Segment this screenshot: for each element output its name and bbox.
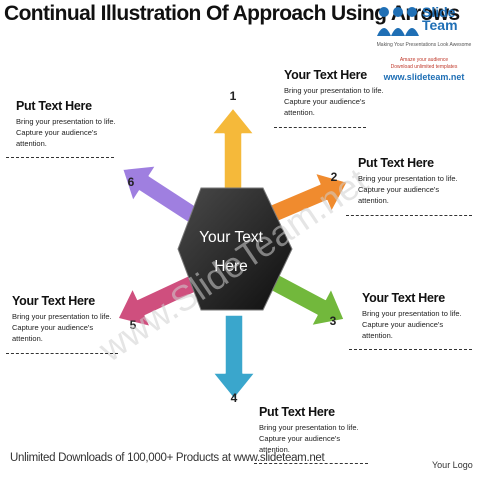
arrow-3-number: 3 bbox=[330, 314, 337, 328]
arrow-5: 5 bbox=[117, 274, 199, 332]
center-text-line1: Your Text bbox=[199, 229, 263, 246]
text-block-1-heading: Your Text Here bbox=[284, 68, 367, 82]
text-block-6-body: Bring your presentation to life. Capture… bbox=[16, 117, 116, 148]
text-block-2: Put Text Here Bring your presentation to… bbox=[358, 156, 458, 206]
text-block-4-heading: Put Text Here bbox=[259, 405, 335, 419]
arrow-2: 2 bbox=[265, 170, 349, 225]
arrow-4: 4 bbox=[212, 314, 256, 405]
arrow-3: 3 bbox=[265, 271, 345, 328]
text-block-2-heading: Put Text Here bbox=[358, 156, 434, 170]
logo-line1: Amaze your audience bbox=[399, 57, 449, 63]
text-block-3-heading: Your Text Here bbox=[362, 291, 445, 305]
arrow-6-shape bbox=[121, 165, 199, 224]
text-block-4: Put Text Here Bring your presentation to… bbox=[259, 405, 359, 455]
arrow-2-shape bbox=[265, 172, 349, 225]
logo-icon bbox=[377, 7, 419, 36]
text-block-5-heading: Your Text Here bbox=[12, 294, 95, 308]
logo-tagline: Making Your Presentations Look Awesome bbox=[376, 42, 472, 48]
arrow-2-number: 2 bbox=[331, 170, 338, 184]
arrow-5-number: 5 bbox=[130, 318, 137, 332]
text-block-5-divider bbox=[6, 353, 118, 354]
page-title: Continual Illustration Of Approach Using… bbox=[4, 2, 460, 25]
arrow-3-shape bbox=[265, 271, 345, 327]
text-block-2-body: Bring your presentation to life. Capture… bbox=[358, 174, 458, 205]
text-block-5-body: Bring your presentation to life. Capture… bbox=[12, 312, 112, 343]
text-block-3: Your Text Here Bring your presentation t… bbox=[362, 291, 462, 341]
center-text-line2: Here bbox=[214, 258, 248, 275]
text-block-6-heading: Put Text Here bbox=[16, 99, 92, 113]
logo-line2: Download unlimited templates bbox=[390, 64, 458, 70]
text-block-1-divider bbox=[274, 127, 366, 128]
arrow-5-shape bbox=[117, 274, 199, 328]
text-block-2-divider bbox=[346, 215, 472, 216]
logo-brand-line1: Slide bbox=[422, 4, 456, 20]
text-block-3-divider bbox=[349, 349, 472, 350]
text-block-4-divider bbox=[254, 463, 368, 464]
text-block-6-divider bbox=[6, 157, 114, 158]
logo-url: www.slideteam.net bbox=[383, 72, 465, 82]
text-block-4-body: Bring your presentation to life. Capture… bbox=[259, 423, 359, 454]
arrow-1-shape bbox=[211, 107, 255, 193]
slideteam-logo: Slide Team Making Your Presentations Loo… bbox=[372, 2, 476, 82]
arrow-1-number: 1 bbox=[230, 89, 237, 103]
your-logo: Your Logo bbox=[432, 460, 473, 470]
arrow-1: 1 bbox=[211, 89, 255, 193]
arrow-4-shape bbox=[212, 314, 256, 400]
arrow-4-number: 4 bbox=[231, 391, 238, 405]
text-block-1-body: Bring your presentation to life. Capture… bbox=[284, 86, 384, 117]
center-hexagon bbox=[177, 187, 293, 311]
footer-text: Unlimited Downloads of 100,000+ Products… bbox=[10, 452, 325, 464]
arrow-6-number: 6 bbox=[128, 175, 135, 189]
logo-brand-line2: Team bbox=[422, 17, 458, 33]
arrow-6: 6 bbox=[121, 165, 199, 224]
text-block-5: Your Text Here Bring your presentation t… bbox=[12, 294, 112, 344]
text-block-1: Your Text Here Bring your presentation t… bbox=[284, 68, 384, 118]
text-block-6: Put Text Here Bring your presentation to… bbox=[16, 99, 116, 149]
text-block-3-body: Bring your presentation to life. Capture… bbox=[362, 309, 462, 340]
